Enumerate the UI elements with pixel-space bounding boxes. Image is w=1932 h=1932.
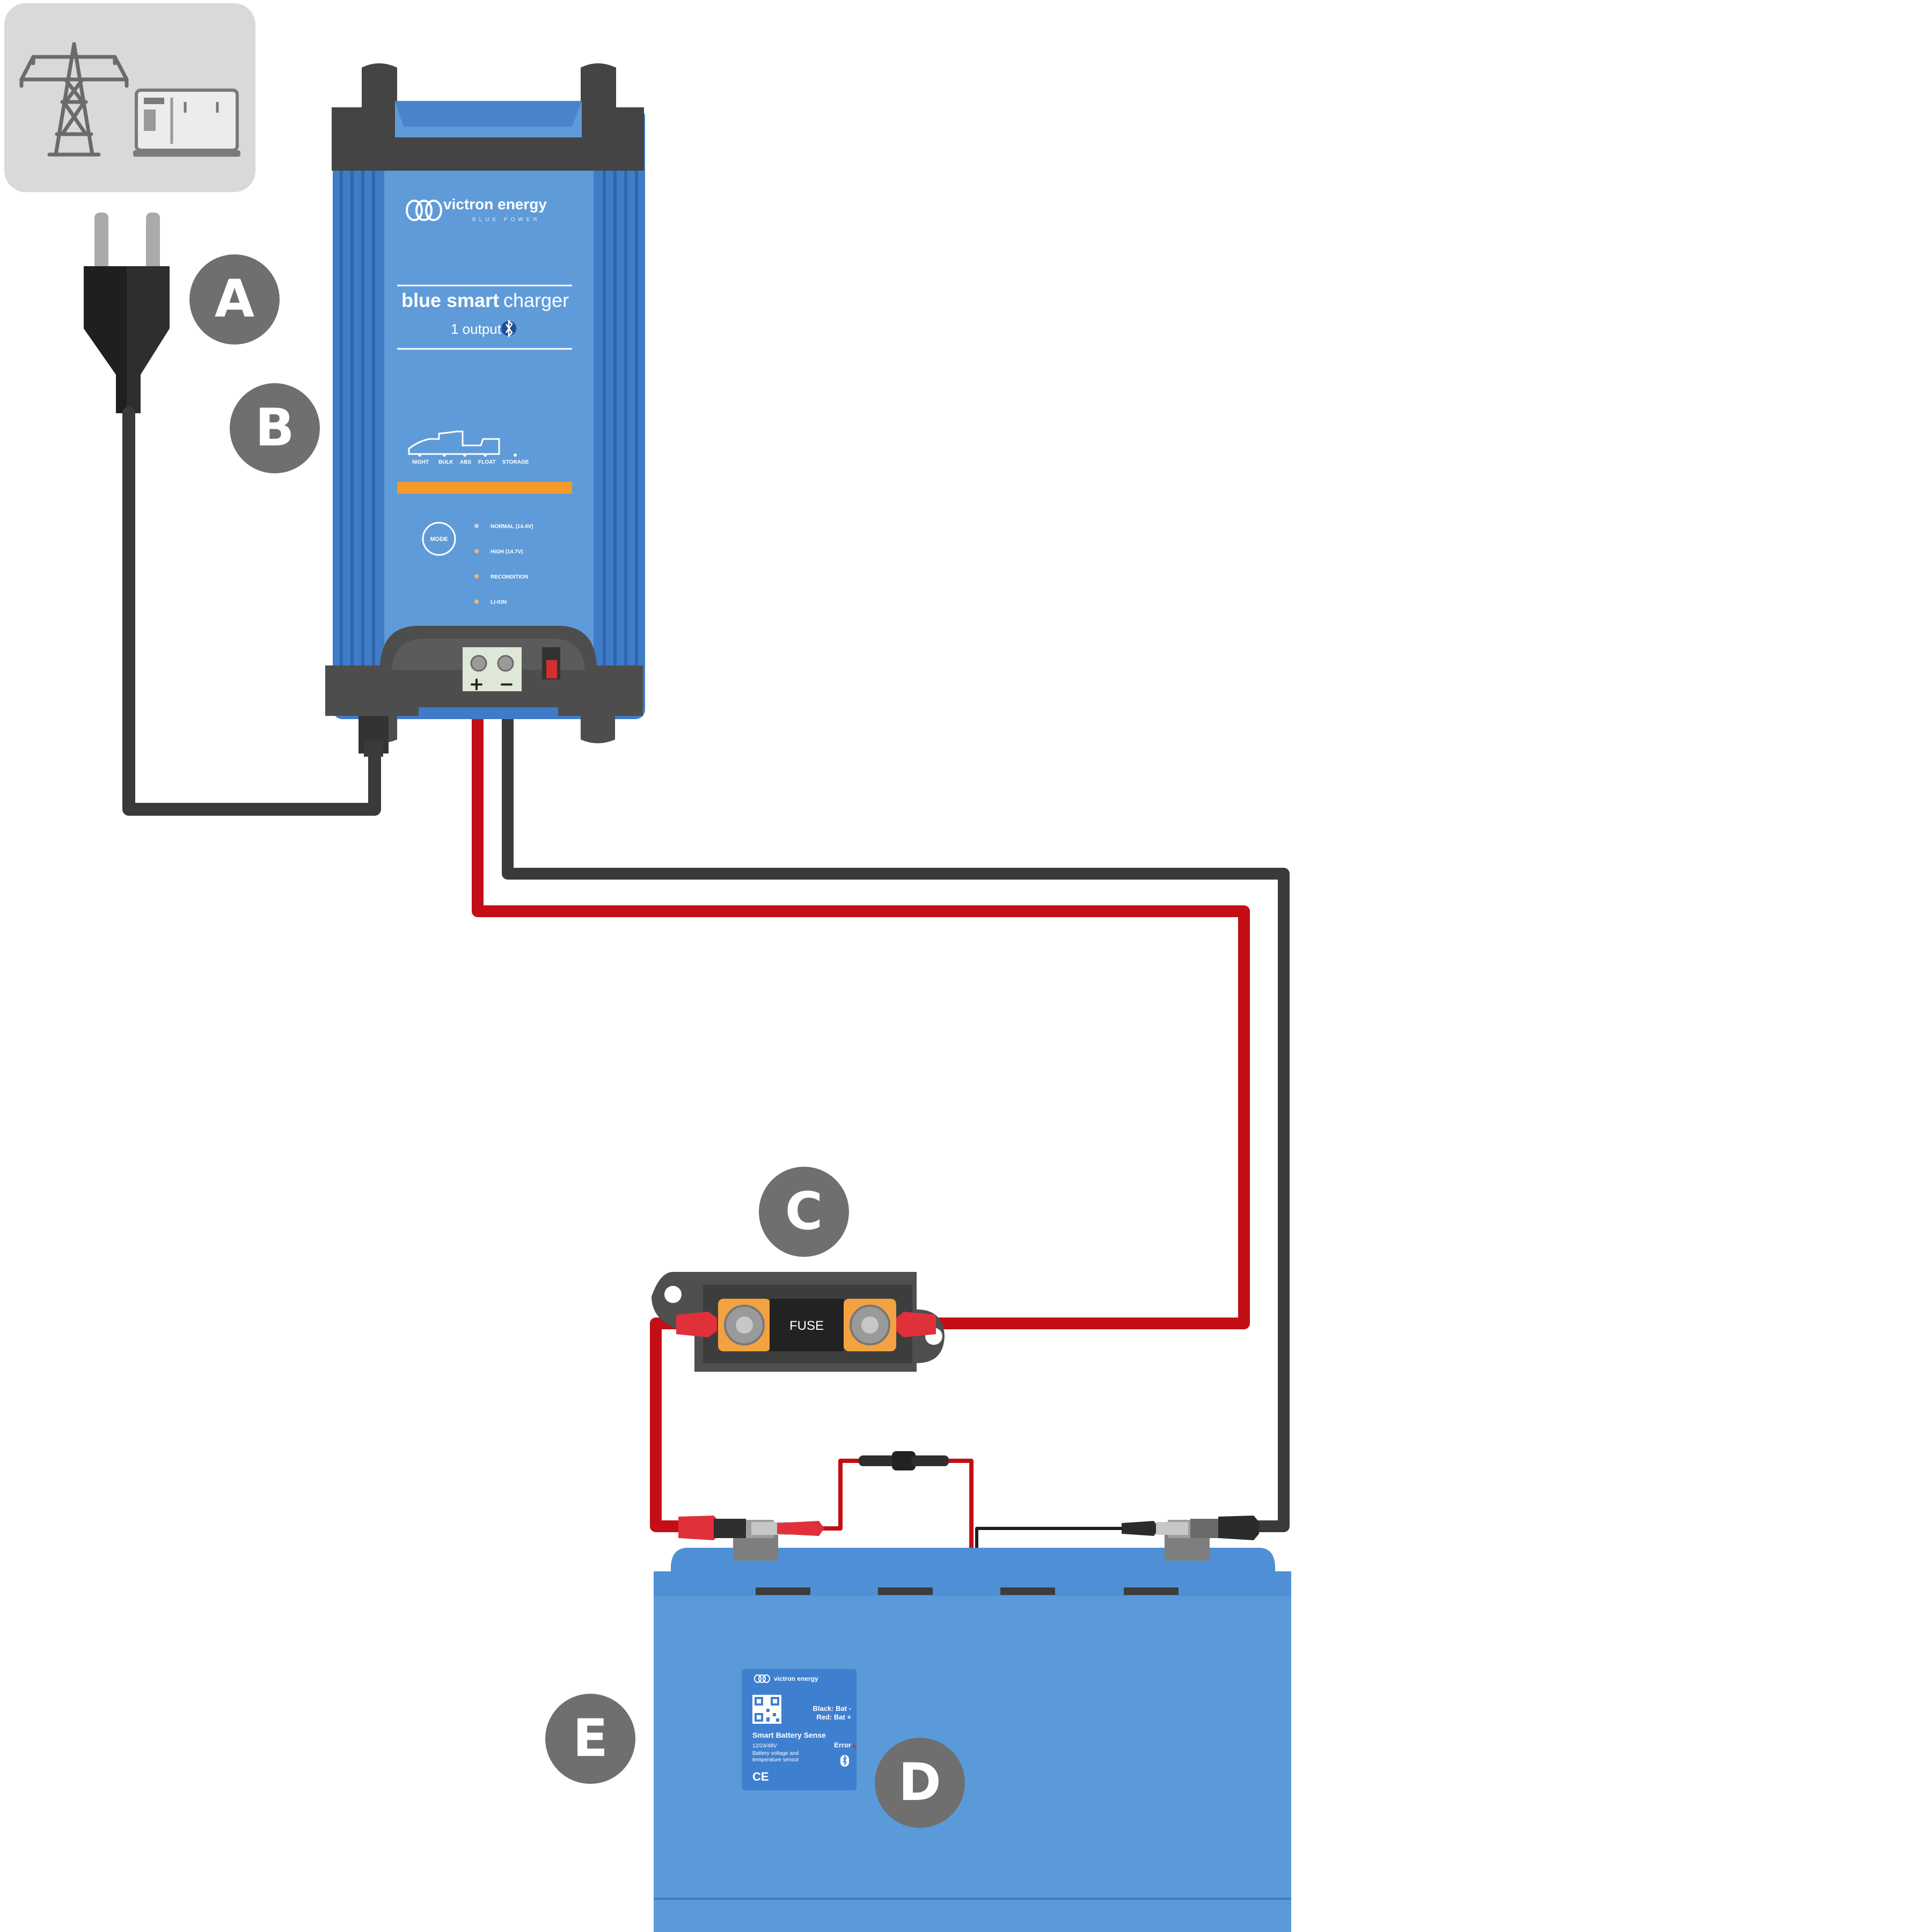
mode-indicators: NORMAL (14.4V) HIGH (14.7V) RECONDITION … bbox=[474, 524, 533, 605]
sensor-title: Smart Battery Sense bbox=[752, 1731, 826, 1739]
dc-positive-cable bbox=[472, 703, 1250, 1329]
bluetooth-icon bbox=[501, 319, 516, 338]
terminal-plus: + bbox=[469, 674, 485, 695]
inline-fuse-holder bbox=[859, 1451, 949, 1470]
ac-cable bbox=[122, 407, 381, 816]
sensor-brand: victron energy bbox=[774, 1675, 818, 1682]
sensor-logo-icon bbox=[754, 1674, 770, 1683]
sensor-error-label: Error bbox=[834, 1741, 851, 1749]
mode-li-ion: LI-ION bbox=[491, 599, 507, 605]
sensor-black-label: Black: Bat - bbox=[813, 1704, 851, 1713]
battery-positive-terminal bbox=[678, 1516, 824, 1561]
cooling-fins bbox=[340, 140, 638, 698]
charger-model-bold: blue smart bbox=[401, 289, 499, 311]
stage-bulk: BULK bbox=[438, 459, 454, 465]
sensor-ce-mark: CE bbox=[752, 1770, 769, 1783]
sensor-voltage: 12/24/48V bbox=[752, 1743, 777, 1749]
sensor-desc-line2: temperature sensor bbox=[752, 1757, 799, 1763]
stage-abs: ABS bbox=[460, 459, 471, 465]
terminal-minus: − bbox=[499, 674, 515, 695]
blue-smart-charger: victron energy BLUE POWER blue smart cha… bbox=[325, 63, 645, 757]
sensor-desc-line1: Battery voltage and bbox=[752, 1751, 799, 1757]
power-pylon-icon bbox=[19, 42, 129, 157]
ac-source-icon bbox=[4, 3, 255, 192]
label-a: A bbox=[189, 254, 280, 345]
charger-outputs: 1 output bbox=[451, 321, 502, 337]
mode-button-label: MODE bbox=[430, 536, 448, 543]
charger-brand-tagline: BLUE POWER bbox=[472, 217, 540, 223]
label-b-text: B bbox=[255, 398, 294, 458]
charge-stages: NIGHT BULK ABS FLOAT STORAGE bbox=[412, 453, 529, 465]
label-c: C bbox=[759, 1167, 849, 1257]
smart-battery-sense: victron energy Black: Bat - Red: Bat + S… bbox=[742, 1669, 857, 1790]
label-c-text: C bbox=[785, 1181, 823, 1241]
battery-negative-terminal bbox=[1122, 1516, 1259, 1561]
stage-storage: STORAGE bbox=[502, 459, 529, 465]
mode-normal: NORMAL (14.4V) bbox=[491, 524, 533, 530]
mega-fuse: FUSE bbox=[652, 1272, 945, 1372]
mains-plug bbox=[84, 213, 170, 413]
dc-negative-cable bbox=[502, 703, 1290, 1532]
fuse-to-battery-cable bbox=[650, 1318, 698, 1532]
sensor-bluetooth-icon bbox=[840, 1754, 849, 1767]
victron-logo-icon bbox=[406, 200, 442, 221]
label-e: E bbox=[545, 1694, 635, 1784]
label-d-text: D bbox=[898, 1752, 941, 1812]
charger-model-light: charger bbox=[503, 289, 569, 311]
mode-high: HIGH (14.7V) bbox=[491, 549, 523, 555]
label-e-text: E bbox=[573, 1708, 608, 1768]
fuse-label: FUSE bbox=[789, 1319, 824, 1333]
stage-float: FLOAT bbox=[478, 459, 496, 465]
charger-orange-stripe bbox=[397, 482, 572, 494]
battery bbox=[654, 1516, 1291, 1932]
label-b: B bbox=[230, 383, 320, 473]
label-a-text: A bbox=[215, 269, 254, 329]
qr-code-icon bbox=[752, 1695, 781, 1724]
sensor-red-label: Red: Bat + bbox=[816, 1713, 851, 1721]
charger-brand: victron energy bbox=[443, 196, 547, 213]
stage-night: NIGHT bbox=[412, 459, 429, 465]
label-d: D bbox=[875, 1738, 965, 1828]
mode-recondition: RECONDITION bbox=[491, 574, 528, 580]
dc-terminal-block: + − bbox=[463, 647, 522, 695]
charge-curve-icon bbox=[408, 430, 500, 455]
mode-button[interactable]: MODE bbox=[422, 522, 456, 556]
generator-icon bbox=[133, 89, 240, 157]
